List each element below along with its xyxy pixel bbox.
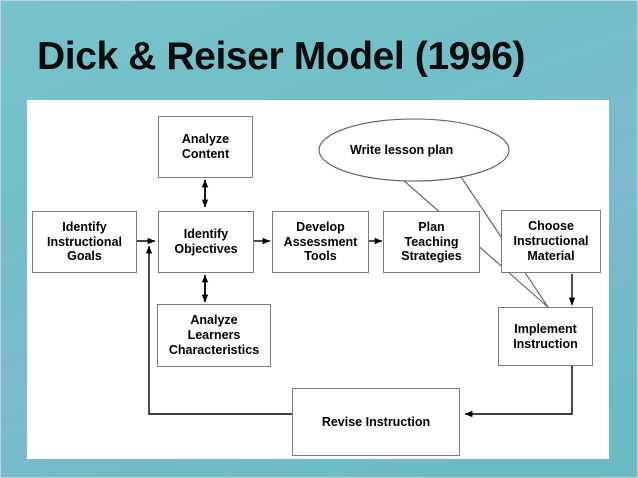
node-analyze-content[interactable]: Analyze Content <box>158 116 253 178</box>
node-label-line: Assessment <box>283 234 358 249</box>
node-label-line: Objectives <box>174 242 238 256</box>
edge-implement-revise <box>464 366 573 418</box>
node-label-line: Revise Instruction <box>321 414 431 429</box>
node-analyze-learners-characteristics[interactable]: Analyze Learners Characteristics <box>157 304 271 367</box>
node-label-line: Learners <box>187 328 241 343</box>
page-title: Dick & Reiser Model (1996) <box>37 35 526 78</box>
node-identify-instructional-goals[interactable]: Identify Instructional Goals <box>32 211 137 273</box>
node-label-line: Analyze <box>190 313 238 328</box>
node-label-line: Identify <box>183 227 229 242</box>
node-label-line: Teaching <box>404 234 459 249</box>
edge-revise-feedback <box>145 245 292 415</box>
node-identify-objectives[interactable]: Identify Objectives <box>158 211 254 273</box>
node-label-line: Tools <box>304 249 337 264</box>
node-label-line: Choose <box>528 219 574 234</box>
node-label-line: Instructional <box>46 234 122 249</box>
diagram-canvas: Analyze Content Identify Instructional G… <box>27 100 609 459</box>
write-lesson-plan-label: Write lesson plan <box>350 143 454 157</box>
node-label-line: Instruction <box>513 336 578 351</box>
node-label-line: Identify <box>62 219 107 234</box>
node-label-line: Implement <box>514 321 577 336</box>
node-label-line: Instructional <box>513 234 589 249</box>
node-revise-instruction[interactable]: Revise Instruction <box>292 388 460 456</box>
node-choose-instructional-material[interactable]: Choose Instructional Material <box>501 210 601 273</box>
node-label-line: Analyze <box>181 132 230 147</box>
node-label-line: Goals <box>67 249 102 264</box>
node-implement-instruction[interactable]: Implement Instruction <box>498 307 593 366</box>
node-label-line: Develop <box>296 219 345 234</box>
node-label-line: Characteristics <box>168 342 260 357</box>
node-develop-assessment-tools[interactable]: Develop Assessment Tools <box>272 211 369 273</box>
node-label-line: Material <box>527 248 575 263</box>
node-plan-teaching-strategies[interactable]: Plan Teaching Strategies <box>383 211 480 273</box>
node-label-line: Plan <box>418 219 445 234</box>
node-label-line: Content <box>181 147 230 161</box>
node-label-line: Strategies <box>401 249 462 264</box>
write-lesson-plan-bubble <box>318 118 510 182</box>
